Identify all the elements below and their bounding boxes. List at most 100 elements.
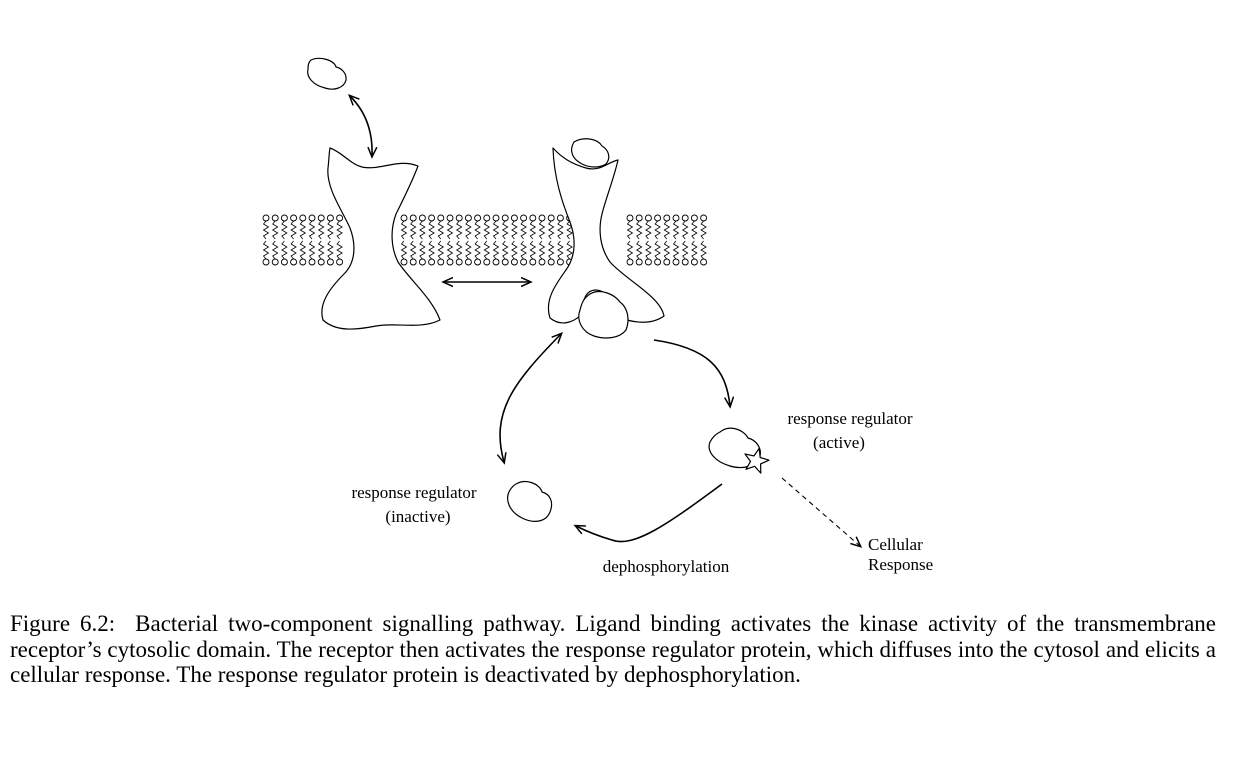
docked-response-regulator — [578, 290, 629, 339]
lipid-head — [418, 258, 426, 266]
lipid-tail — [691, 220, 698, 240]
lipid-head — [299, 258, 307, 266]
lipid-tail — [299, 220, 307, 240]
lipid-tail — [290, 240, 297, 260]
lipid-tail — [520, 220, 527, 240]
lipid-head — [455, 214, 463, 222]
lipid-tail — [663, 240, 671, 260]
lipid-tail — [271, 240, 279, 260]
lipid-tail — [308, 220, 316, 240]
rr-active-state-label: (active) — [813, 433, 865, 452]
lipid-head — [290, 214, 298, 222]
lipid-tail — [437, 220, 445, 240]
lipid-head — [317, 214, 325, 222]
lipid-head — [418, 214, 426, 222]
lipid-tail — [308, 240, 316, 260]
rr-active-label: response regulator — [787, 409, 912, 428]
lipid-head — [663, 214, 671, 222]
lipid-tail — [336, 240, 343, 260]
lipid-head — [474, 214, 482, 222]
lipid-head — [520, 214, 528, 222]
lipid-head — [336, 214, 344, 222]
lipid-tail — [465, 240, 472, 260]
lipid-head — [635, 214, 643, 222]
lipid-head — [262, 214, 270, 222]
lipid-tail — [511, 220, 518, 240]
lipid-head — [700, 214, 708, 222]
lipid-tail — [691, 240, 698, 260]
rr-inactive-label: response regulator — [351, 483, 476, 502]
lipid-tail — [492, 240, 500, 260]
lipid-head — [326, 214, 334, 222]
lipid-head — [299, 214, 307, 222]
lipid-tail — [557, 220, 564, 240]
lipid-head — [644, 258, 652, 266]
lipid-tail — [654, 220, 661, 240]
lipid-head — [626, 258, 634, 266]
lipid-tail — [455, 220, 463, 240]
lipid-tail — [557, 240, 564, 260]
lipid-tail — [446, 220, 454, 240]
lipid-head — [317, 258, 325, 266]
lipid-head — [464, 258, 472, 266]
lipid-head — [538, 214, 546, 222]
lipid-tail — [501, 240, 509, 260]
lipid-head — [626, 214, 634, 222]
lipid-head — [510, 258, 518, 266]
lipid-tail — [654, 240, 661, 260]
lipid-head — [280, 258, 288, 266]
lipid-head — [547, 258, 555, 266]
lipid-tail — [645, 240, 652, 260]
lipid-head — [700, 258, 708, 266]
lipid-head — [455, 258, 463, 266]
lipid-head — [635, 258, 643, 266]
lipid-tail — [271, 220, 279, 240]
lipid-tail — [455, 240, 463, 260]
cellular-response-label: Cellular — [868, 535, 923, 554]
lipid-head — [400, 214, 408, 222]
lipid-tail — [281, 220, 288, 240]
lipid-tail — [700, 220, 707, 240]
lipid-tail — [566, 240, 573, 260]
dephosphorylation-arrow — [576, 483, 723, 543]
lipid-tail — [566, 220, 573, 240]
lipid-head — [501, 214, 509, 222]
lipid-head — [437, 214, 445, 222]
lipid-head — [681, 258, 689, 266]
lipid-tail — [681, 220, 689, 240]
lipid-head — [492, 258, 500, 266]
lipid-head — [529, 214, 537, 222]
lipid-tail — [409, 220, 417, 240]
lipid-head — [654, 258, 662, 266]
lipid-head — [464, 214, 472, 222]
lipid-tail — [626, 240, 634, 260]
lipid-tail — [400, 220, 408, 240]
lipid-head — [483, 258, 491, 266]
phosphate-star-icon — [744, 447, 770, 474]
lipid-head — [308, 214, 316, 222]
lipid-tail — [474, 240, 481, 260]
lipid-tail — [281, 240, 288, 260]
lipid-head — [663, 258, 671, 266]
cellular-response-label-2: Response — [868, 555, 933, 574]
lipid-tail — [511, 240, 518, 260]
lipid-tail — [474, 220, 481, 240]
lipid-head — [681, 214, 689, 222]
lipid-tail — [317, 220, 325, 240]
response-regulator-inactive — [507, 480, 553, 522]
lipid-head — [492, 214, 500, 222]
lipid-head — [428, 214, 436, 222]
lipid-tail — [492, 220, 500, 240]
lipid-head — [672, 214, 680, 222]
lipid-tail — [446, 240, 454, 260]
lipid-head — [483, 214, 491, 222]
lipid-tail — [327, 240, 334, 260]
lipid-tail — [262, 240, 270, 260]
lipid-head — [446, 214, 454, 222]
lipid-tail — [529, 240, 537, 260]
lipid-tail — [663, 220, 671, 240]
lipid-tail — [262, 220, 270, 240]
lipid-head — [326, 258, 334, 266]
lipid-tail — [419, 220, 426, 240]
lipid-head — [400, 258, 408, 266]
